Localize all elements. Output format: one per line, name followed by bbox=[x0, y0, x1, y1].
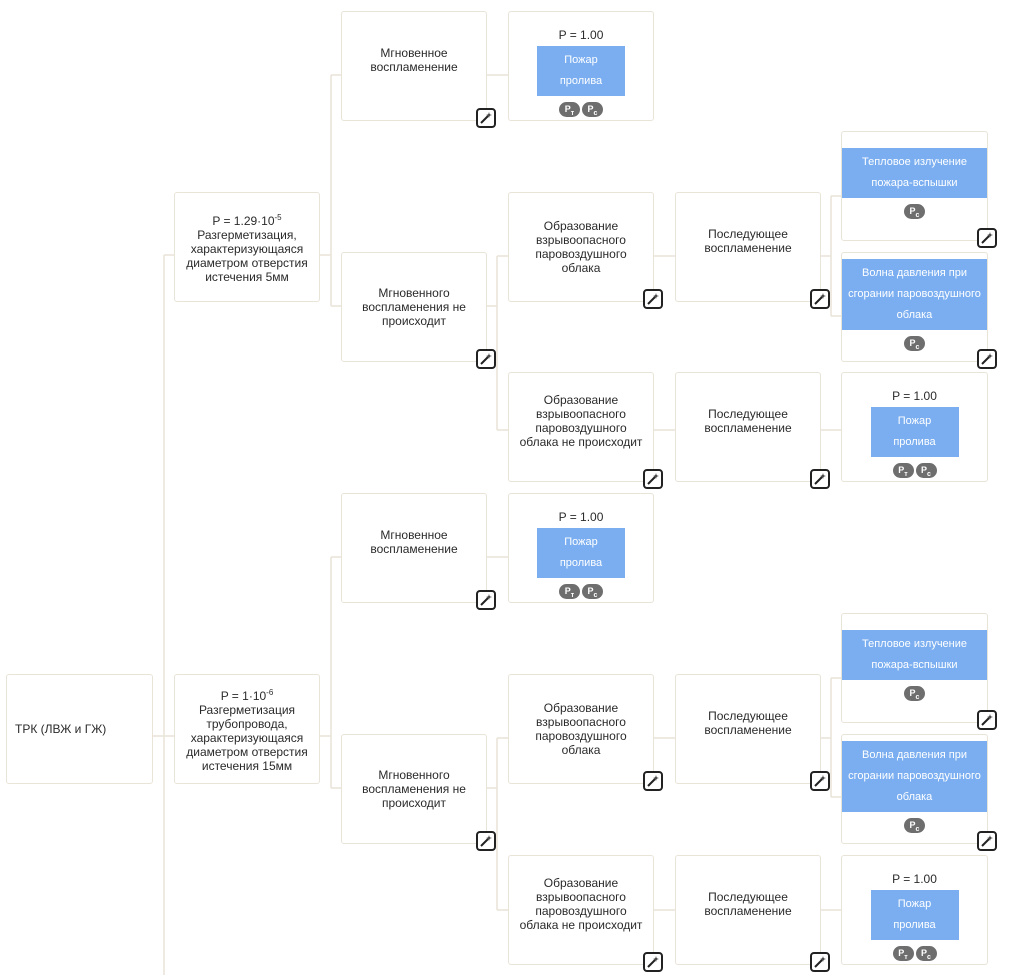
magic-wand-icon[interactable] bbox=[476, 831, 496, 851]
badge-pc: Pс bbox=[904, 336, 925, 351]
b-subsequent-ignition-label-2: Последующее воспламенение bbox=[704, 890, 792, 918]
b-no-cloud-node[interactable]: Образование взрывоопасного паровоздушног… bbox=[508, 855, 663, 972]
branch-a-label: Разгерметизация, характеризующаяся диаме… bbox=[186, 227, 308, 284]
pool-fire-label: Пожар пролива bbox=[537, 528, 625, 578]
outcome-probability: P = 1.00 bbox=[558, 510, 604, 524]
b-pool-fire-outcome-1[interactable]: P = 1.00 Пожар пролива Pт Pс bbox=[508, 493, 654, 603]
a-flash-fire-outcome[interactable]: Тепловое излучение пожара-вспышки Pс bbox=[841, 131, 997, 248]
magic-wand-icon[interactable] bbox=[977, 831, 997, 851]
magic-wand-icon[interactable] bbox=[977, 349, 997, 369]
badge-pt: Pт bbox=[892, 463, 914, 478]
b-flash-fire-outcome[interactable]: Тепловое излучение пожара-вспышки Pс bbox=[841, 613, 997, 730]
b-pool-fire-outcome-2[interactable]: P = 1.00 Пожар пролива Pт Pс bbox=[841, 855, 988, 965]
badge-group: Pс bbox=[904, 336, 925, 351]
pool-fire-label: Пожар пролива bbox=[537, 46, 625, 96]
pool-fire-label: Пожар пролива bbox=[870, 407, 959, 457]
a-pool-fire-outcome-1[interactable]: P = 1.00 Пожар пролива Pт Pс bbox=[508, 11, 654, 121]
a-pool-fire-outcome-2[interactable]: P = 1.00 Пожар пролива Pт Pс bbox=[841, 372, 988, 482]
a-subsequent-ignition-node-2[interactable]: Последующее воспламенение bbox=[675, 372, 830, 489]
branch-b-node[interactable]: P = 1·10-6 Разгерметизация трубопровода,… bbox=[174, 674, 320, 784]
magic-wand-icon[interactable] bbox=[476, 108, 496, 128]
badge-group: Pт Pс bbox=[559, 584, 603, 599]
flash-fire-label: Тепловое излучение пожара-вспышки bbox=[842, 630, 987, 680]
badge-pt: Pт bbox=[559, 102, 580, 117]
badge-pc: Pс bbox=[904, 686, 925, 701]
flash-fire-label: Тепловое излучение пожара-вспышки bbox=[842, 148, 987, 198]
badge-pt: Pт bbox=[559, 584, 580, 599]
badge-pc: Pс bbox=[582, 584, 603, 599]
b-no-instant-ignition-label: Мгновенного воспламенения не происходит bbox=[362, 768, 466, 810]
pressure-wave-label: Волна давления при сгорании паровоздушно… bbox=[842, 741, 987, 812]
b-instant-ignition-label: Мгновенное воспламенение bbox=[370, 528, 458, 556]
outcome-probability: P = 1.00 bbox=[558, 28, 604, 42]
root-label: ТРК (ЛВЖ и ГЖ) bbox=[15, 722, 107, 736]
root-node[interactable]: ТРК (ЛВЖ и ГЖ) bbox=[6, 674, 153, 784]
branch-a-node[interactable]: P = 1.29·10-5 Разгерметизация, характери… bbox=[174, 192, 320, 302]
b-pressure-wave-outcome[interactable]: Волна давления при сгорании паровоздушно… bbox=[841, 734, 997, 851]
magic-wand-icon[interactable] bbox=[810, 469, 830, 489]
badge-pt: Pт bbox=[892, 946, 914, 961]
magic-wand-icon[interactable] bbox=[810, 952, 830, 972]
badge-pc: Pс bbox=[915, 463, 937, 478]
a-pressure-wave-outcome[interactable]: Волна давления при сгорании паровоздушно… bbox=[841, 252, 997, 369]
badge-group: Pт Pс bbox=[892, 946, 937, 961]
badge-group: Pт Pс bbox=[559, 102, 603, 117]
badge-group: Pс bbox=[904, 686, 925, 701]
b-subsequent-ignition-node-2[interactable]: Последующее воспламенение bbox=[675, 855, 830, 972]
b-subsequent-ignition-label-1: Последующее воспламенение bbox=[704, 709, 792, 737]
a-subsequent-ignition-label-1: Последующее воспламенение bbox=[704, 227, 792, 255]
badge-group: Pс bbox=[904, 818, 925, 833]
pressure-wave-label: Волна давления при сгорании паровоздушно… bbox=[842, 259, 987, 330]
a-instant-ignition-label: Мгновенное воспламенение bbox=[370, 46, 458, 74]
b-instant-ignition-node[interactable]: Мгновенное воспламенение bbox=[341, 493, 496, 610]
magic-wand-icon[interactable] bbox=[476, 590, 496, 610]
branch-a-probability: P = 1.29·10-5 bbox=[212, 212, 282, 228]
magic-wand-icon[interactable] bbox=[810, 771, 830, 791]
a-cloud-formation-node[interactable]: Образование взрывоопасного паровоздушног… bbox=[508, 192, 663, 309]
magic-wand-icon[interactable] bbox=[977, 710, 997, 730]
badge-pc: Pс bbox=[915, 946, 937, 961]
branch-b-probability: P = 1·10-6 bbox=[220, 687, 274, 703]
branch-b-label: Разгерметизация трубопровода, характериз… bbox=[186, 702, 308, 773]
badge-pc: Pс bbox=[904, 204, 925, 219]
badge-group: Pт Pс bbox=[892, 463, 937, 478]
b-cloud-formation-label: Образование взрывоопасного паровоздушног… bbox=[535, 701, 627, 757]
b-cloud-formation-node[interactable]: Образование взрывоопасного паровоздушног… bbox=[508, 674, 663, 791]
a-subsequent-ignition-label-2: Последующее воспламенение bbox=[704, 407, 792, 435]
a-cloud-formation-label: Образование взрывоопасного паровоздушног… bbox=[535, 219, 627, 275]
outcome-probability: P = 1.00 bbox=[892, 389, 937, 403]
magic-wand-icon[interactable] bbox=[643, 469, 663, 489]
magic-wand-icon[interactable] bbox=[810, 289, 830, 309]
a-no-instant-ignition-node[interactable]: Мгновенного воспламенения не происходит bbox=[341, 252, 496, 369]
b-no-instant-ignition-node[interactable]: Мгновенного воспламенения не происходит bbox=[341, 734, 496, 851]
a-no-cloud-node[interactable]: Образование взрывоопасного паровоздушног… bbox=[508, 372, 663, 489]
pool-fire-label: Пожар пролива bbox=[870, 890, 959, 940]
badge-group: Pс bbox=[904, 204, 925, 219]
b-subsequent-ignition-node-1[interactable]: Последующее воспламенение bbox=[675, 674, 830, 791]
a-instant-ignition-node[interactable]: Мгновенное воспламенение bbox=[341, 11, 496, 128]
badge-pc: Pс bbox=[582, 102, 603, 117]
b-no-cloud-label: Образование взрывоопасного паровоздушног… bbox=[519, 876, 643, 932]
a-subsequent-ignition-node-1[interactable]: Последующее воспламенение bbox=[675, 192, 830, 309]
badge-pc: Pс bbox=[904, 818, 925, 833]
magic-wand-icon[interactable] bbox=[643, 952, 663, 972]
a-no-cloud-label: Образование взрывоопасного паровоздушног… bbox=[519, 393, 643, 449]
magic-wand-icon[interactable] bbox=[476, 349, 496, 369]
a-no-instant-ignition-label: Мгновенного воспламенения не происходит bbox=[362, 286, 466, 328]
magic-wand-icon[interactable] bbox=[977, 228, 997, 248]
outcome-probability: P = 1.00 bbox=[892, 872, 937, 886]
magic-wand-icon[interactable] bbox=[643, 289, 663, 309]
magic-wand-icon[interactable] bbox=[643, 771, 663, 791]
